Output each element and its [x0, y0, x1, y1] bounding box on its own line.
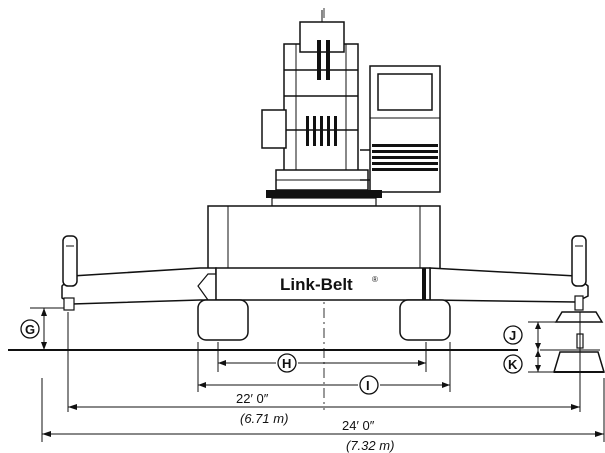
inner-span-meters: (6.71 m) — [240, 411, 288, 426]
jack-left — [62, 235, 78, 311]
dimension-inner-span: 22′ 0″ (6.71 m) — [67, 312, 581, 426]
brand-registered-mark: ® — [372, 275, 378, 284]
label-j: J — [509, 328, 516, 343]
label-k-circle — [503, 354, 523, 374]
crawler-left — [197, 299, 249, 341]
dimension-h: H — [217, 342, 427, 373]
brand-band: Link-Belt ® — [215, 267, 431, 301]
operator-cab — [360, 65, 441, 193]
label-i: I — [366, 378, 370, 393]
carrier-body — [207, 205, 441, 271]
jack-right — [554, 235, 604, 323]
label-g-circle — [20, 319, 40, 339]
label-k: K — [508, 357, 518, 372]
dimension-g: G — [20, 307, 64, 350]
label-i-circle — [359, 375, 379, 395]
outrigger-beam-left — [61, 267, 217, 305]
dimension-k: K — [503, 350, 556, 374]
outer-span-feet: 24′ 0″ — [342, 418, 375, 433]
upper-works — [261, 10, 369, 191]
label-j-circle — [503, 325, 523, 345]
dimension-outer-span: 24′ 0″ (7.32 m) — [41, 378, 605, 453]
crawler-right — [399, 299, 451, 341]
inner-span-feet: 22′ 0″ — [236, 391, 269, 406]
label-h: H — [282, 356, 291, 371]
swing-ring — [266, 190, 382, 207]
outer-span-meters: (7.32 m) — [346, 438, 394, 453]
dimension-j: J — [503, 321, 556, 350]
label-h-circle — [277, 353, 297, 373]
float-pad-ground — [552, 333, 605, 373]
dimension-i: I — [197, 342, 451, 395]
brand-name: Link-Belt — [280, 275, 353, 294]
outrigger-beam-right — [429, 267, 589, 303]
label-g: G — [25, 322, 35, 337]
